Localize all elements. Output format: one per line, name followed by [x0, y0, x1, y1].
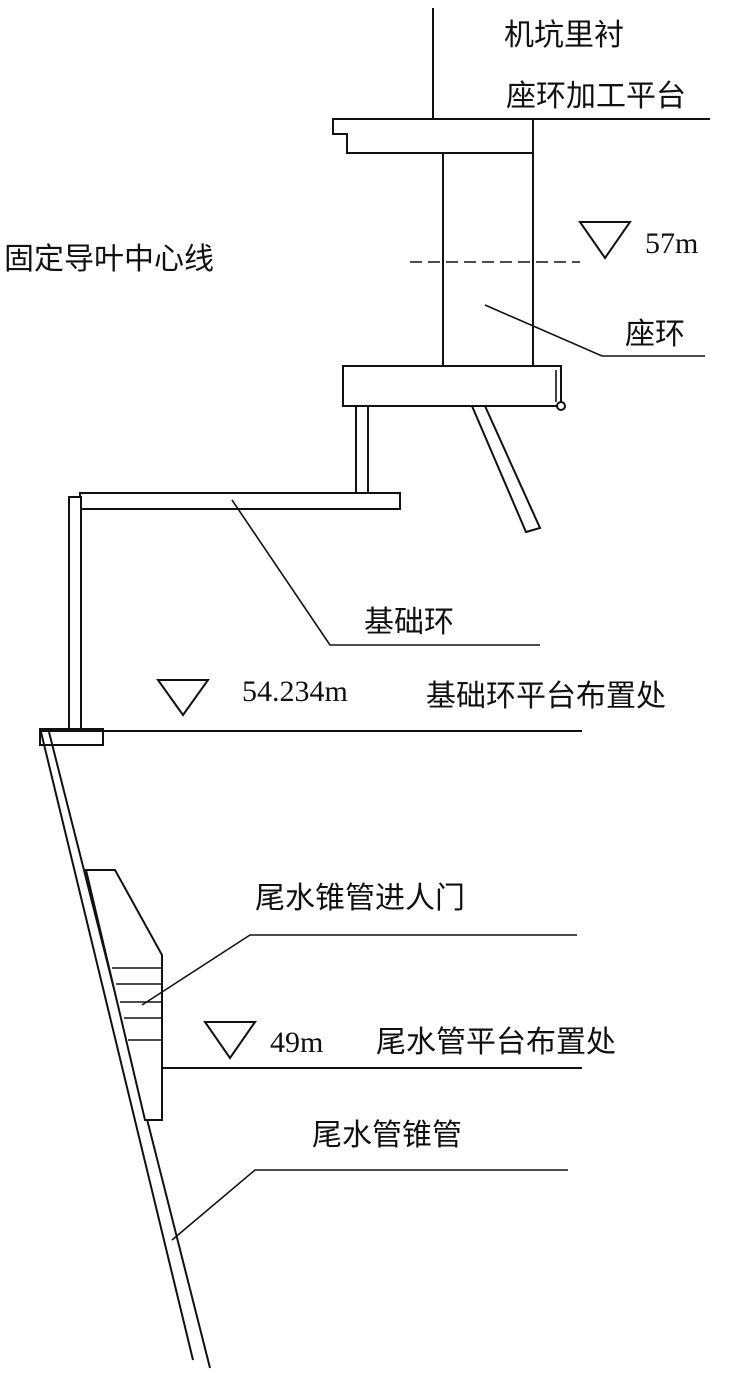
elevation-marker-57m [578, 221, 632, 260]
seat-ring-leader [484, 304, 705, 357]
seat-ring-platform-label: 座环加工平台 [506, 79, 686, 114]
draft-tube-door-leader [141, 934, 577, 1006]
draft-tube-cone-inner-wall [40, 731, 194, 1361]
foundation-ring-wall [68, 496, 82, 730]
lower-flange-bolt [556, 401, 566, 411]
draft-tube-cone-label: 尾水管锥管 [312, 1118, 462, 1153]
seat-ring-label: 座环 [625, 317, 685, 352]
draft-tube-platform-label: 尾水管平台布置处 [376, 1025, 616, 1060]
pit-liner-label: 机坑里衬 [504, 18, 624, 53]
elevation-54234m-label: 54.234m [242, 675, 348, 708]
foundation-ring-plate [79, 492, 401, 510]
draft-tube-door-label: 尾水锥管进人门 [255, 881, 465, 916]
elevation-marker-49m [203, 1021, 257, 1060]
elevation-49m-label: 49m [270, 1026, 323, 1059]
inclined-stay [470, 405, 542, 534]
support-post [355, 405, 369, 495]
draft-tube-door-frame [84, 869, 163, 1121]
elevation-marker-54234m [156, 679, 210, 717]
draft-tube-cone-leader [171, 1169, 568, 1241]
seat-ring-lower-flange [342, 365, 562, 407]
elevation-57m-label: 57m [645, 227, 698, 260]
seat-ring-body [442, 152, 534, 367]
foundation-ring-base [39, 728, 104, 746]
seat-ring-upper-flange [332, 118, 534, 154]
guide-vane-centerline-label: 固定导叶中心线 [4, 242, 214, 277]
foundation-ring-platform-label: 基础环平台布置处 [426, 679, 666, 714]
foundation-ring-leader [231, 499, 540, 646]
foundation-ring-label: 基础环 [364, 605, 454, 640]
